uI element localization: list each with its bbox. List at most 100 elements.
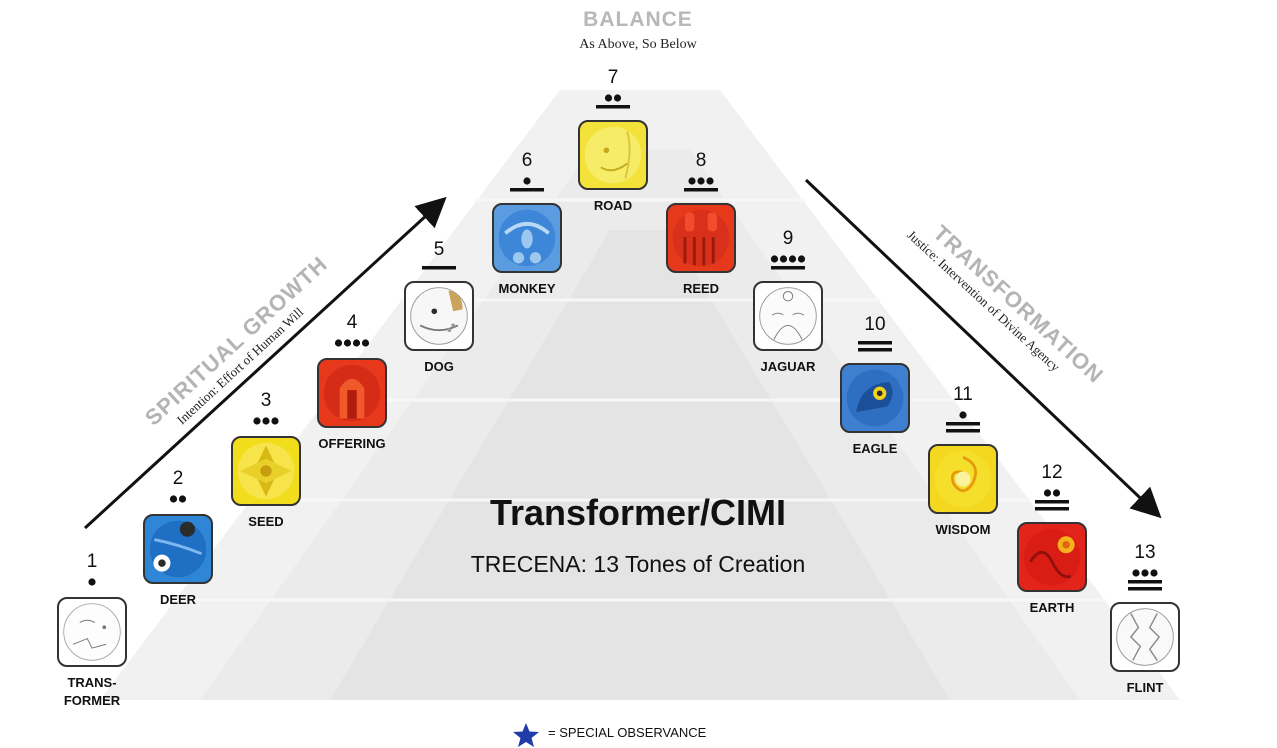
tone-dot (169, 495, 178, 503)
tone-bar (858, 341, 892, 345)
tone-dots-bars (510, 177, 544, 192)
tone-number: 4 (346, 312, 358, 333)
tone-number: 1 (86, 551, 98, 572)
tone-label: REED (682, 281, 720, 296)
tone-dots-bars (169, 495, 187, 503)
tone-dot (262, 417, 270, 425)
tone-dot (334, 339, 343, 347)
tone-label: JAGUAR (760, 359, 816, 374)
tone-number: 11 (953, 384, 973, 405)
eagle-glyph-icon (840, 363, 910, 433)
tone-bar (1035, 500, 1069, 504)
star-icon (513, 723, 539, 747)
tone-dot (178, 495, 187, 503)
tone-dots-bars (684, 177, 718, 192)
tone-label: OFFERING (318, 436, 386, 451)
earth-glyph-icon (1017, 522, 1087, 592)
deer-glyph-icon (143, 514, 213, 584)
tone-dot (1132, 569, 1140, 577)
reed-glyph-icon (666, 203, 736, 273)
tone-dot (779, 255, 788, 263)
tone-dot (1043, 489, 1052, 497)
tone-dot (352, 339, 361, 347)
tone-dot (788, 255, 797, 263)
tone-dot (343, 339, 352, 347)
tone-label: DOG (424, 359, 454, 374)
tone-number: 5 (433, 239, 445, 260)
monkey-glyph-icon (492, 203, 562, 273)
tone-dots-bars (858, 341, 892, 352)
tone-number: 9 (782, 228, 794, 249)
tone-bar (596, 105, 630, 109)
tone-bar (1128, 580, 1162, 584)
tone-bar (946, 429, 980, 433)
tone-dot (697, 177, 705, 185)
tone-dot (1141, 569, 1149, 577)
tone-dots-bars (1128, 569, 1162, 591)
tone-label: EARTH (1029, 600, 1075, 615)
tone-dots-bars (946, 411, 980, 433)
wisdom-glyph-icon (928, 444, 998, 514)
tone-dot (797, 255, 806, 263)
tone-dot (253, 417, 261, 425)
tone-number: 7 (607, 67, 619, 88)
tone-label: WISDOM (935, 522, 991, 537)
tone-dot (523, 177, 531, 185)
tone-dot (770, 255, 779, 263)
tone-number: 13 (1134, 542, 1156, 563)
tone-bar (422, 266, 456, 270)
transformer-glyph-icon (57, 597, 127, 667)
tone-dot (613, 94, 622, 102)
spiritual-growth-arrow (83, 196, 447, 530)
tone-label: DEER (159, 592, 197, 607)
tone-label: MONKEY (498, 281, 556, 296)
tone-dot (604, 94, 613, 102)
tone-number: 12 (1041, 462, 1063, 483)
tone-dots-bars (1035, 489, 1069, 511)
tone-dot (361, 339, 370, 347)
tone-bar (946, 422, 980, 426)
tone-dots-bars (770, 255, 806, 270)
legend-label: = SPECIAL OBSERVANCE (548, 725, 707, 740)
jaguar-glyph-icon (753, 281, 823, 351)
tone-label: FLINT (1126, 680, 1164, 695)
tone-dot (959, 411, 967, 419)
tone-number: 3 (260, 390, 272, 411)
tone-number: 2 (172, 468, 184, 489)
tone-bar (1128, 587, 1162, 591)
balance-title: BALANCE (583, 8, 693, 31)
balance-subtitle: As Above, So Below (579, 37, 697, 52)
transformation-arrow (804, 178, 1162, 519)
offering-glyph-icon (317, 358, 387, 428)
flint-glyph-icon (1110, 602, 1180, 672)
tone-dots-bars (422, 266, 456, 270)
tone-label: SEED (248, 514, 284, 529)
tone-dot (706, 177, 714, 185)
tone-number: 10 (864, 314, 886, 335)
tone-bar (858, 348, 892, 352)
dog-glyph-icon (404, 281, 474, 351)
tone-dot (1150, 569, 1158, 577)
tone-number: 8 (695, 150, 707, 171)
tone-bar (510, 188, 544, 192)
tone-bar (684, 188, 718, 192)
tone-dot (271, 417, 279, 425)
tone-bar (1035, 507, 1069, 511)
road-glyph-icon (578, 120, 648, 190)
tone-dots-bars (334, 339, 370, 347)
tone-dots-bars (253, 417, 279, 425)
tone-number: 6 (521, 150, 533, 171)
tone-label: TRANS- FORMER (63, 675, 121, 708)
tone-label: EAGLE (852, 441, 898, 456)
tone-label: ROAD (593, 198, 633, 213)
tone-bar (771, 266, 805, 270)
tone-dot (88, 578, 96, 586)
tone-dot (688, 177, 696, 185)
tone-dots-bars (596, 94, 630, 109)
tone-dot (1052, 489, 1061, 497)
trecena-subtitle: TRECENA: 13 Tones of Creation (470, 551, 806, 577)
seed-glyph-icon (231, 436, 301, 506)
